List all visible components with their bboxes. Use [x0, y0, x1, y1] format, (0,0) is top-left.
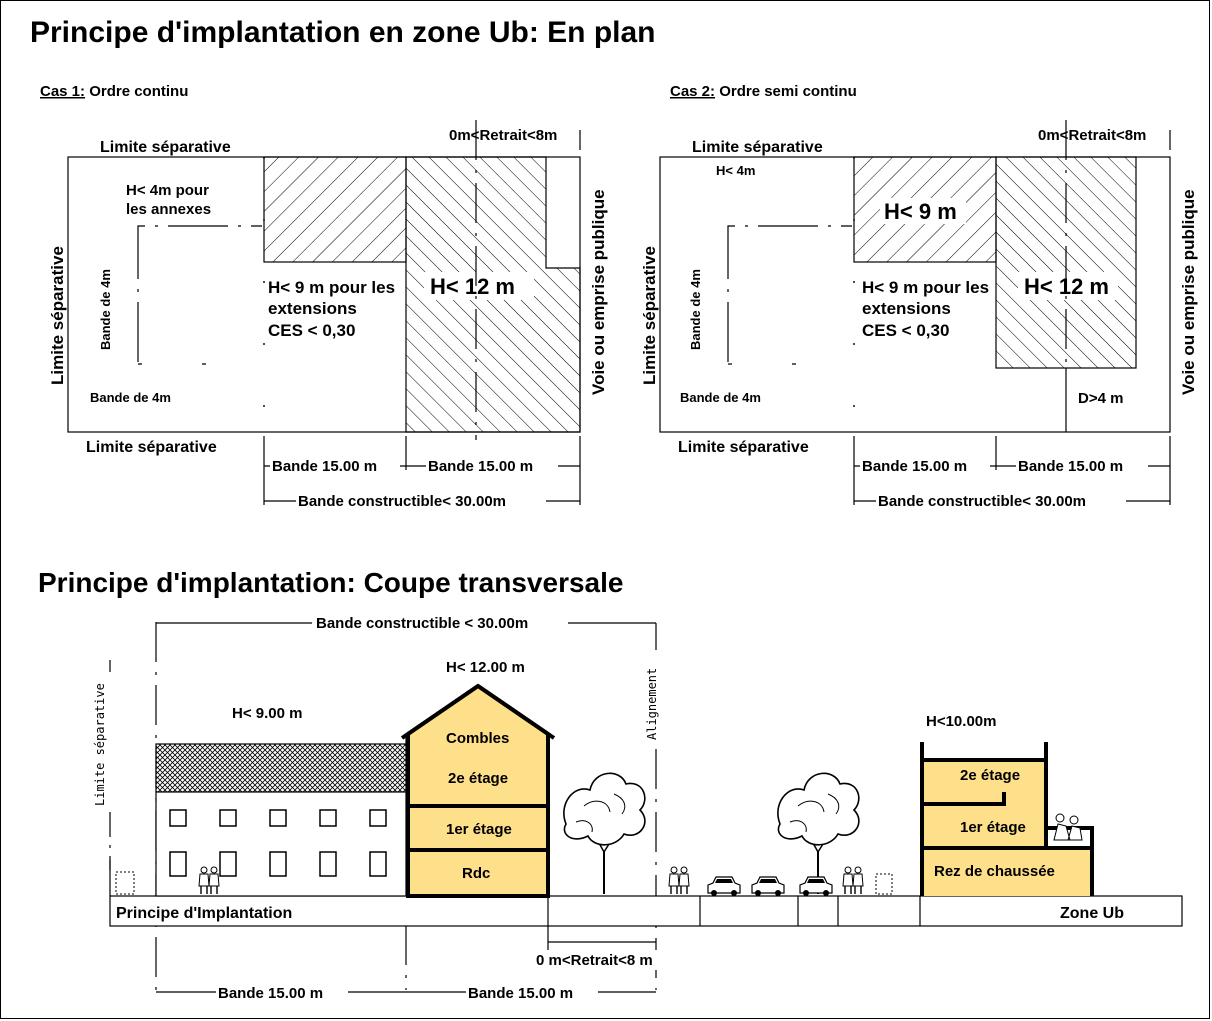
- cas2-plan: Cas 2: Ordre semi continu Limite séparat…: [640, 83, 1198, 510]
- cas1-plan: Cas 1: Ordre continu Limite séparative L…: [40, 83, 608, 510]
- cas1-limite-bottom: Limite séparative: [86, 439, 217, 456]
- principe-label: Principe d'Implantation: [116, 905, 292, 922]
- cas2-voie: Voie ou emprise publique: [1179, 189, 1198, 395]
- coupe-limite-sep: Limite séparative: [93, 683, 107, 806]
- cas1-heading: Cas 1: Ordre continu: [40, 83, 188, 100]
- car-icon: [799, 876, 833, 897]
- cas1-bande15a: Bande 15.00 m: [272, 458, 377, 475]
- cas2-retrait: 0m<Retrait<8m: [1038, 127, 1146, 144]
- cas2-limite-top: Limite séparative: [692, 139, 823, 156]
- cas2-bande4-v: Bande de 4m: [688, 269, 703, 350]
- cas1-ext-1: H< 9 m pour les: [268, 278, 395, 297]
- coupe-bande15b: Bande 15.00 m: [468, 985, 573, 1002]
- cas1-retrait: 0m<Retrait<8m: [449, 127, 557, 144]
- cas1-annexes-1: H< 4m pour: [126, 182, 209, 199]
- cas2-ext-2: extensions: [862, 299, 951, 318]
- car-icon: [707, 876, 741, 897]
- cas1-limite-top: Limite séparative: [100, 139, 231, 156]
- etage2b-label: 2e étage: [960, 767, 1020, 784]
- cas2-limite-left: Limite séparative: [640, 246, 659, 385]
- zone-label: Zone Ub: [1060, 905, 1124, 922]
- cas2-ext-1: H< 9 m pour les: [862, 278, 989, 297]
- cas2-h9: H< 9 m: [884, 199, 957, 224]
- h12-label: H< 12.00 m: [446, 659, 525, 676]
- cas2-ces: CES < 0,30: [862, 321, 949, 340]
- cas2-constructible: Bande constructible< 30.00m: [878, 493, 1086, 510]
- coupe-bande15a: Bande 15.00 m: [218, 985, 323, 1002]
- cas1-constructible: Bande constructible< 30.00m: [298, 493, 506, 510]
- coupe-section: Bande constructible < 30.00m Limite sépa…: [92, 612, 1183, 1002]
- cas2-h4: H< 4m: [716, 163, 755, 178]
- cas1-ext-2: extensions: [268, 299, 357, 318]
- cas1-bande15b: Bande 15.00 m: [428, 458, 533, 475]
- coupe-constructible: Bande constructible < 30.00m: [316, 615, 528, 632]
- cas1-bande4-v: Bande de 4m: [98, 269, 113, 350]
- tree-icon: [562, 772, 646, 895]
- tiled-roof: [155, 743, 407, 793]
- cas1-h12: H< 12 m: [430, 274, 515, 299]
- cas2-bande4-h: Bande de 4m: [680, 390, 761, 405]
- etage2-label: 2e étage: [448, 770, 508, 787]
- cas1-hatched-9m: [263, 156, 407, 263]
- low-building: [155, 791, 407, 897]
- ground: [109, 895, 1183, 927]
- cas2-bande15a: Bande 15.00 m: [862, 458, 967, 475]
- cas1-limite-left: Limite séparative: [48, 246, 67, 385]
- right-building: [920, 742, 1094, 896]
- balcony-people-icon: [1053, 813, 1083, 841]
- cas2-bande15b: Bande 15.00 m: [1018, 458, 1123, 475]
- cas1-annexes-2: les annexes: [126, 201, 211, 218]
- etage1-label: 1er étage: [446, 821, 512, 838]
- h9-label: H< 9.00 m: [232, 705, 302, 722]
- plan-title: Principe d'implantation en zone Ub: En p…: [30, 16, 656, 49]
- cas2-heading: Cas 2: Ordre semi continu: [670, 83, 857, 100]
- cas1-voie: Voie ou emprise publique: [589, 189, 608, 395]
- cas2-limite-bottom: Limite séparative: [678, 439, 809, 456]
- h10-label: H<10.00m: [926, 713, 996, 730]
- car-icon: [751, 876, 785, 897]
- cas2-h12: H< 12 m: [1024, 274, 1109, 299]
- rdc-label: Rdc: [462, 865, 490, 882]
- cas2-d4: D>4 m: [1078, 390, 1123, 407]
- combles-label: Combles: [446, 730, 509, 747]
- cas1-bande4-h: Bande de 4m: [90, 390, 171, 405]
- coupe-title: Principe d'implantation: Coupe transvers…: [38, 567, 623, 598]
- rez-label: Rez de chaussée: [934, 863, 1055, 880]
- coupe-alignement: Alignement: [645, 668, 659, 740]
- cas1-ces: CES < 0,30: [268, 321, 355, 340]
- coupe-retrait: 0 m<Retrait<8 m: [536, 952, 653, 969]
- etage1b-label: 1er étage: [960, 819, 1026, 836]
